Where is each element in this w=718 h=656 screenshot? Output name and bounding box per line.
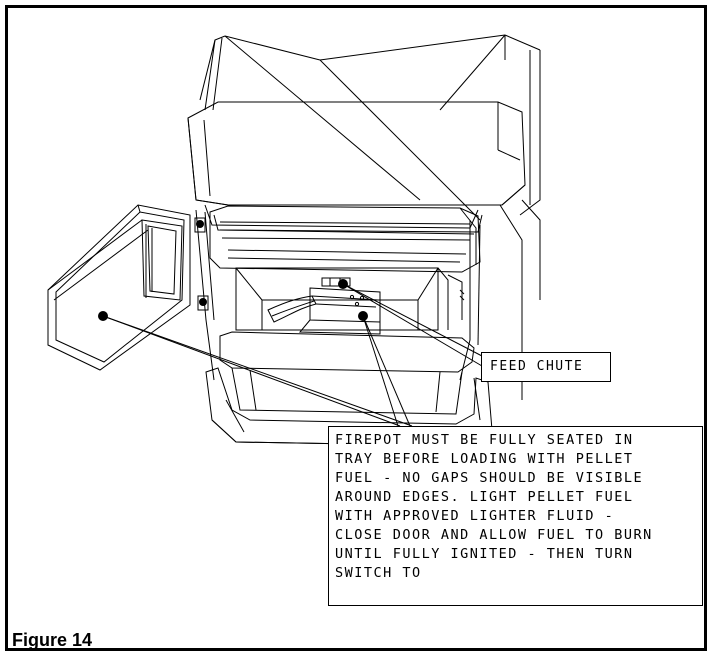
door-hinge [194, 217, 209, 311]
side-panels [195, 199, 541, 400]
leader-lines [102, 283, 483, 427]
stove-ledge [209, 205, 481, 273]
firepot-instructions-callout: FIREPOT MUST BE FULLY SEATED IN TRAY BEF… [328, 426, 703, 606]
firebox [235, 267, 465, 331]
ash-ribbon [267, 295, 317, 323]
open-door [47, 204, 191, 371]
hopper [199, 34, 541, 221]
feed-chute-callout: FEED CHUTE [481, 352, 611, 382]
stove-lid [187, 101, 526, 233]
figure-caption: Figure 14 [12, 630, 93, 650]
